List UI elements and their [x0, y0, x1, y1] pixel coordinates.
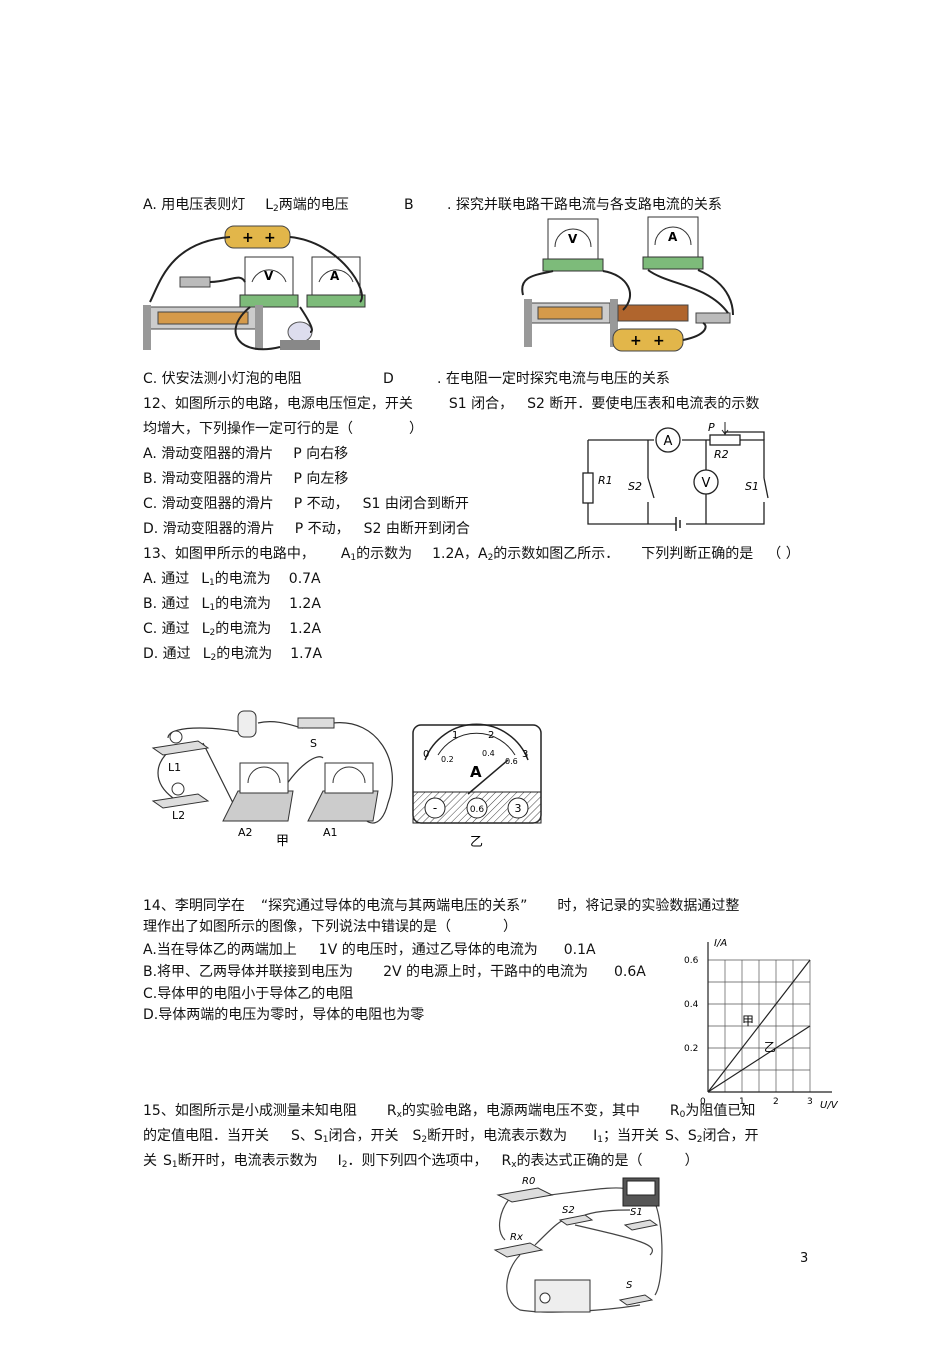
q13-switch-label: S — [310, 737, 317, 750]
q13-yi-label: 乙 — [470, 835, 483, 850]
svg-text:+: + — [630, 333, 642, 349]
q15-s-label: S — [626, 1280, 633, 1291]
q15-s2-label: S2 — [562, 1205, 575, 1216]
q13-meter-tick-04: 0.4 — [482, 749, 495, 758]
q12-ammeter-label: A — [664, 434, 673, 449]
q14-stem-line1: 14、李明同学在“探究通过导体的电流与其两端电压的关系”时，将记录的实验数据通过… — [143, 898, 740, 914]
q11-figure-parallel-circuit: V A + + — [521, 216, 734, 352]
q13-meter-unit: A — [470, 763, 482, 781]
q13-meter-tick-06: 0.6 — [505, 757, 518, 766]
q13-l2-label: L2 — [172, 809, 185, 822]
chart-series-line-1 — [707, 1025, 811, 1093]
chart-y-tick-label: 0.2 — [684, 1044, 698, 1054]
chart-x-axis-label: U/V — [820, 1100, 839, 1111]
q13-meter-tick-3: 3 — [522, 749, 528, 760]
chart-x-tick-label: 2 — [773, 1097, 779, 1107]
svg-text:+: + — [242, 230, 254, 246]
q12-p-label: P — [708, 421, 715, 434]
page-number: 3 — [800, 1251, 809, 1266]
svg-text:+: + — [653, 333, 665, 349]
q12-stem-line2: 均增大，下列操作一定可行的是（） — [143, 421, 423, 437]
q15-s1-label: S1 — [630, 1207, 643, 1218]
q11-option-b-letter: B — [404, 197, 414, 213]
q13-meter-tick-02: 0.2 — [441, 755, 454, 764]
q11-option-d: . 在电阻一定时探究电流与电压的关系 — [437, 371, 670, 387]
q13-terminal-06: 0.6 — [470, 805, 485, 815]
chart-x-tick-label: 0 — [700, 1097, 706, 1107]
q13-meter-tick-0: 0 — [423, 749, 429, 760]
q11-option-d-letter: D — [383, 371, 394, 387]
chart-y-axis-label: I/A — [714, 938, 727, 949]
q11-option-b: . 探究并联电路干路电流与各支路电流的关系 — [447, 197, 722, 213]
chart-x-tick-label: 3 — [807, 1097, 813, 1107]
q13-figure-yi-ammeter: 0 1 2 3 0.2 0.4 0.6 A - 0.6 3 乙 — [412, 723, 542, 850]
q15-circuit-figure: R0 Rx S2 S1 S — [493, 1176, 663, 1313]
q13-jia-label: 甲 — [276, 834, 289, 849]
chart-x-tick-label: 1 — [739, 1097, 745, 1107]
q13-terminal-3: 3 — [515, 802, 522, 815]
q13-meter-tick-2: 2 — [488, 730, 494, 741]
q12-circuit-diagram: A P R2 V R1 S2 S1 — [582, 421, 769, 531]
q13-terminal-minus: - — [433, 801, 437, 815]
svg-text:A: A — [330, 269, 340, 283]
q12-r2-label: R2 — [714, 448, 729, 461]
q13-l1-label: L1 — [168, 761, 181, 774]
chart-series-label-yi: 乙 — [764, 1040, 776, 1054]
q15-rx-label: Rx — [510, 1232, 523, 1243]
q13-meter-tick-1: 1 — [452, 730, 458, 741]
q13-a1-label: A1 — [323, 826, 338, 839]
svg-text:V: V — [568, 232, 578, 246]
q14-option-c: C.导体甲的电阻小于导体乙的电阻 — [143, 986, 354, 1002]
chart-y-tick-label: 0.6 — [684, 956, 699, 966]
q13-a2-label: A2 — [238, 826, 253, 839]
q11-figure-lamp-circuit: + + V A — [143, 225, 366, 351]
q14-iu-chart: 0 1 2 3 0.2 0.4 0.6 I/A U/V 甲 乙 — [684, 938, 839, 1111]
svg-text:V: V — [264, 269, 274, 283]
q14-option-d: D.导体两端的电压为零时，导体的电阻也为零 — [143, 1007, 425, 1023]
svg-text:A: A — [668, 230, 678, 244]
chart-series-line-0 — [707, 959, 811, 1093]
q14-stem-line2: 理作出了如图所示的图像，下列说法中错误的是（） — [143, 919, 517, 935]
chart-y-tick-label: 0.4 — [684, 1000, 699, 1010]
q11-option-c: C. 伏安法测小灯泡的电阻 — [143, 371, 302, 387]
q12-r1-label: R1 — [598, 474, 613, 487]
q13-meter-needle — [467, 759, 509, 795]
q12-voltmeter-label: V — [702, 476, 711, 491]
q15-r0-label: R0 — [522, 1176, 535, 1187]
q12-s1-label: S1 — [745, 480, 759, 493]
q13-figure-jia: S L1 L2 A2 A1 甲 — [151, 710, 393, 849]
chart-series-label-jia: 甲 — [742, 1014, 754, 1028]
svg-text:+: + — [264, 230, 276, 246]
q12-s2-label: S2 — [628, 480, 642, 493]
